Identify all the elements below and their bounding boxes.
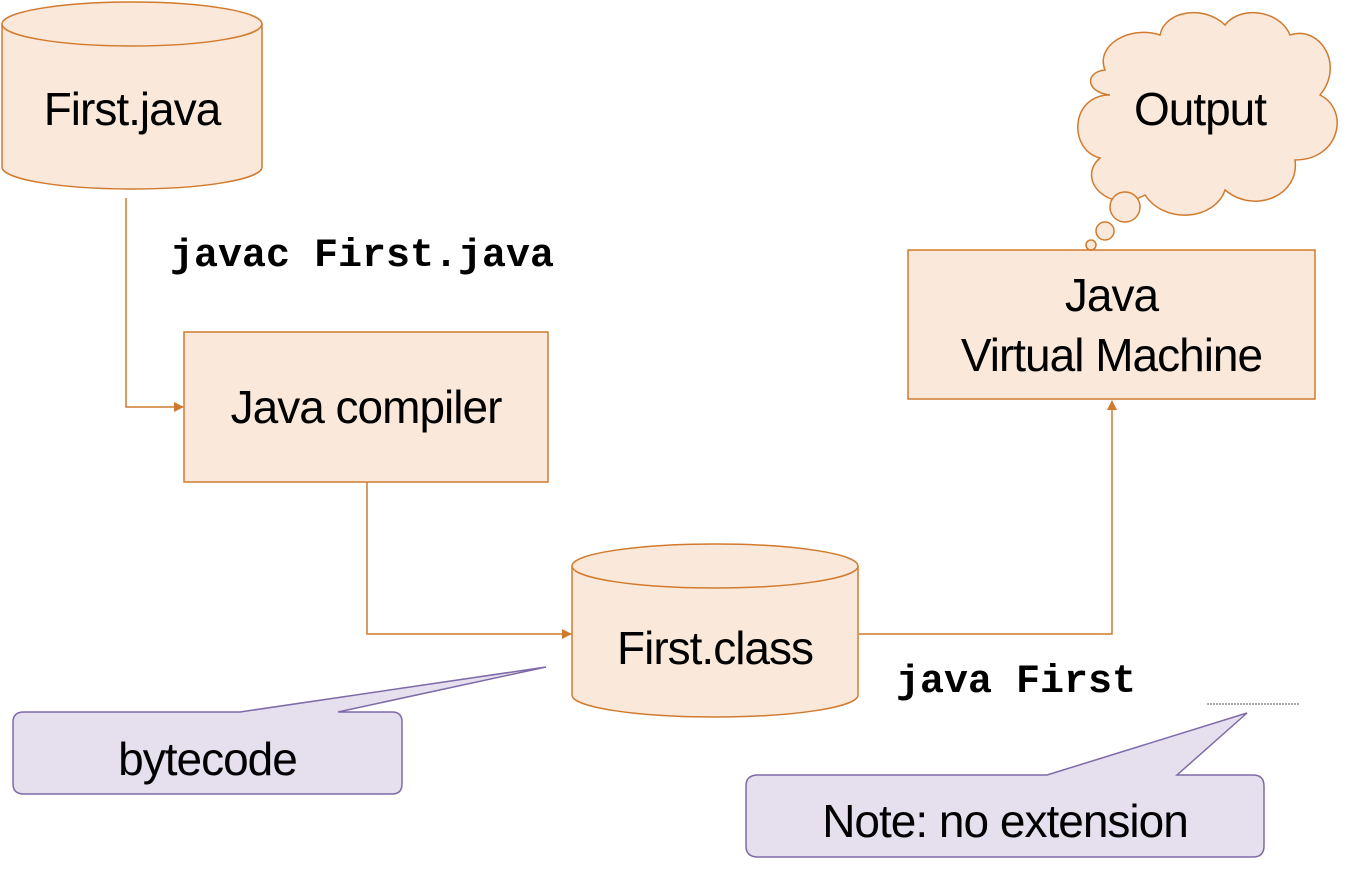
note-callout-text: Note: no extension xyxy=(822,795,1189,847)
compile-command: javac First.java xyxy=(170,234,555,279)
thought-bubble-small xyxy=(1085,239,1097,251)
output-cloud xyxy=(1077,11,1338,251)
note-callout-shape xyxy=(745,712,1265,858)
jvm-box xyxy=(907,249,1316,400)
run-command: java First xyxy=(896,660,1137,705)
jvm-label-line1: Java xyxy=(1064,269,1159,321)
compiler-box xyxy=(183,331,549,483)
source-file-cylinder xyxy=(1,1,263,190)
source-file-label: First.java xyxy=(43,83,222,135)
jvm-label-line2: Virtual Machine xyxy=(960,329,1263,381)
thought-bubble-medium xyxy=(1095,221,1115,241)
class-file-cylinder xyxy=(571,543,859,718)
edge-compiler-to-class xyxy=(366,482,572,639)
bytecode-callout-shape xyxy=(12,666,547,795)
edge-source-to-compiler xyxy=(125,198,184,412)
compiler-label: Java compiler xyxy=(230,381,503,433)
thought-bubble-large xyxy=(1109,191,1141,223)
bytecode-callout-text: bytecode xyxy=(118,733,298,785)
edge-class-to-jvm xyxy=(859,400,1117,635)
class-file-label: First.class xyxy=(617,622,814,674)
output-label: Output xyxy=(1133,83,1267,135)
